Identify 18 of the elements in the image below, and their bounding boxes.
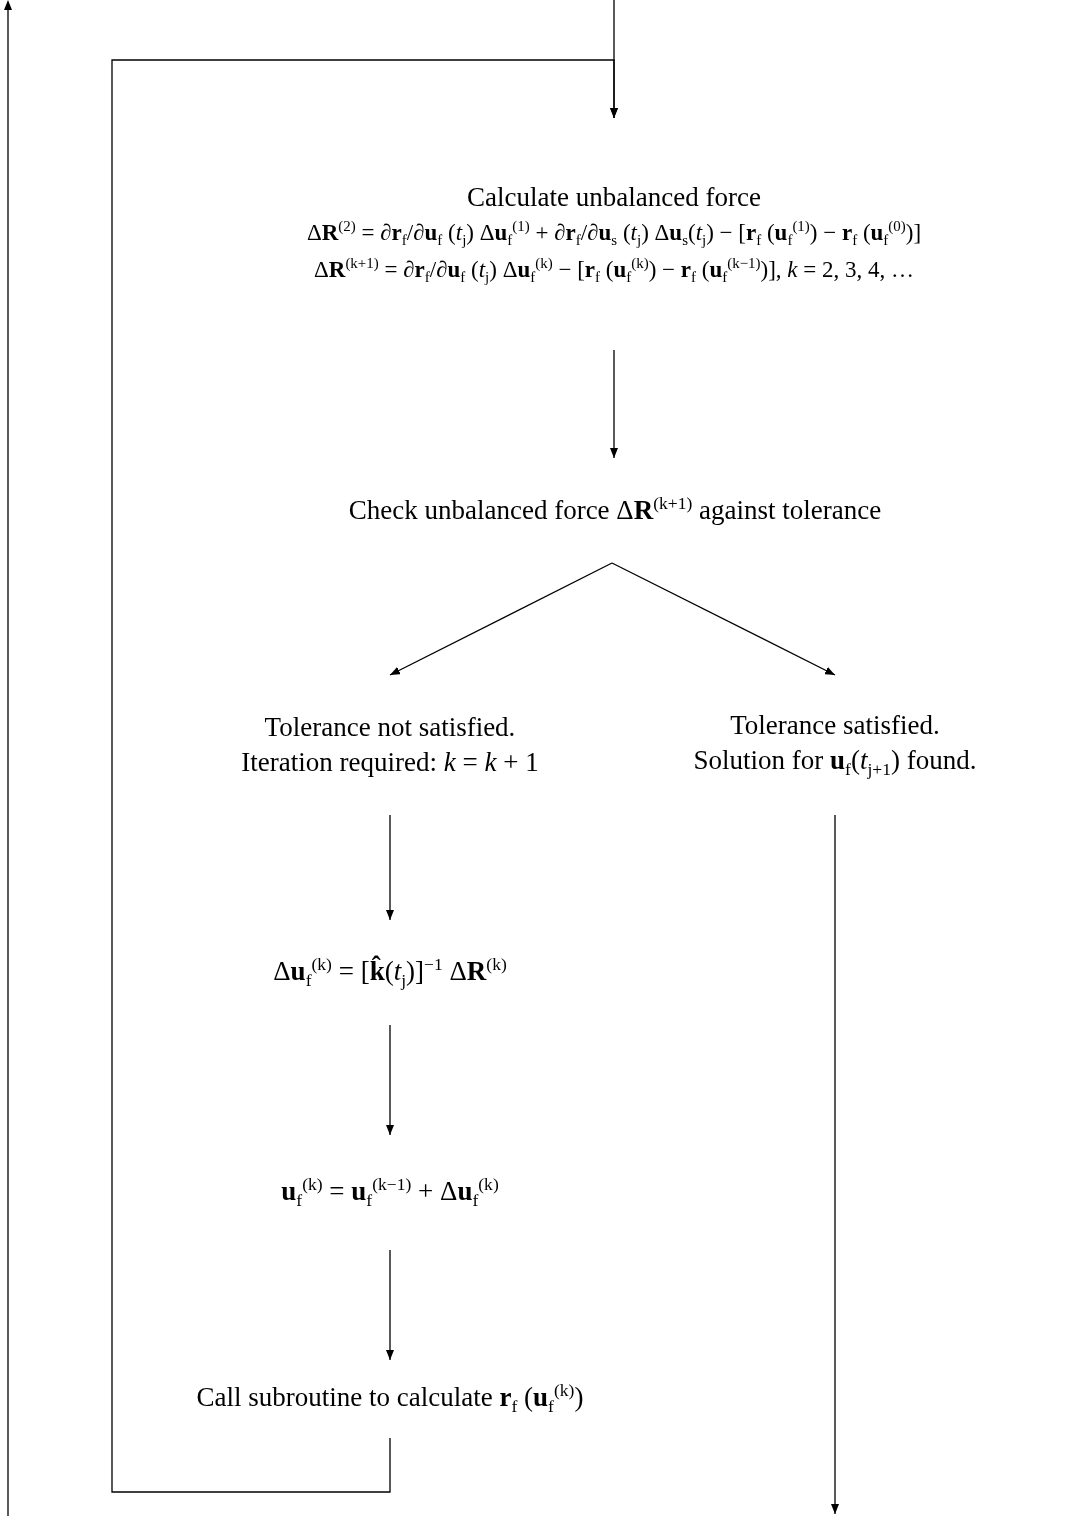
equation: ΔR$^{(k+1)}$ = ∂r$_{f}$/∂u$_{f}$ (t$_{j}$) Δu$_{f}$$^{(k)}$ − [r$_{f}$ (u$_{f}$$^{(k)}$) − r$_{f}$ (u$_{f}$$^{(k−1)}$)], k = 2, 3, 4, …: [313, 253, 915, 287]
arrow: [386, 1249, 394, 1361]
arrow: [831, 814, 839, 1515]
step-text: Iteration required: k = k + 1: [241, 746, 539, 779]
arrow: [386, 1024, 394, 1136]
step-text: Solution for u$_{f}$(t$_{j+1}$) found.: [693, 744, 977, 782]
step-text: Check unbalanced force ΔR$^{(k+1)}$ against tolerance: [348, 492, 882, 528]
arrow: [610, 349, 618, 459]
arrow: [389, 562, 613, 676]
arrow: [111, 59, 618, 1493]
equation: ΔR$^{(2)}$ = ∂r$_{f}$/∂u$_{f}$ (t$_{j}$) Δu$_{f}$$^{(1)}$ + ∂r$_{f}$/∂u$_{s}$ (t$_{j}$) Δu$_{s}$(t$_{j}$) − [r$_{f}$ (u$_{f}$$^{(1)}$) − r$_{f}$ (u$_{f}$$^{(0)}$)]: [306, 216, 922, 251]
step-text: Tolerance not satisfied.: [264, 710, 516, 744]
step-text: Calculate unbalanced force: [467, 180, 761, 214]
step-text: Call subroutine to calculate r$_{f}$ (u$_{f}$$^{(k)}$): [196, 1379, 584, 1419]
arrow: [611, 562, 836, 676]
equation: Δu$_{f}$$^{(k)}$ = [k̂(t$_{j}$)]$^{−1}$ ΔR$^{(k)}$: [273, 952, 507, 993]
arrow: [386, 814, 394, 921]
step-text: Tolerance satisfied.: [730, 709, 940, 743]
